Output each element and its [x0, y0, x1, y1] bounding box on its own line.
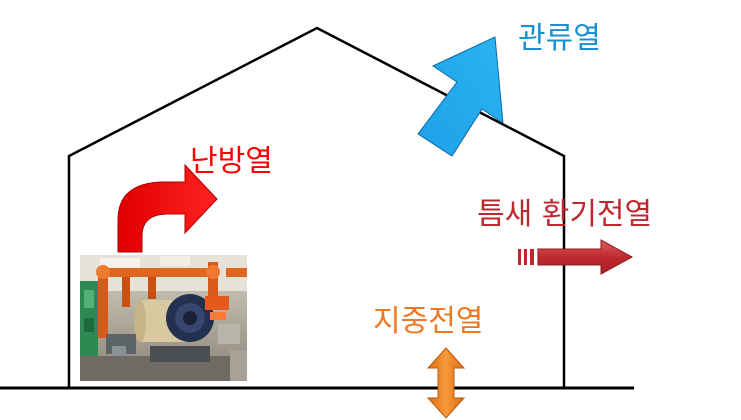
- boiler-room-photo: [80, 255, 247, 381]
- ground-heat-arrow: [426, 347, 466, 419]
- infiltration-heat-arrow: [518, 239, 634, 275]
- infiltration-heat-label: 틈새 환기전열: [477, 197, 652, 232]
- heating-heat-arrow: [117, 163, 218, 253]
- transmission-heat-label: 관류열: [518, 21, 601, 56]
- transmission-heat-arrow: [417, 36, 504, 157]
- heating-heat-label: 난방열: [190, 144, 273, 179]
- house-outline: [67, 26, 566, 388]
- ground-heat-label: 지중전열: [373, 304, 483, 339]
